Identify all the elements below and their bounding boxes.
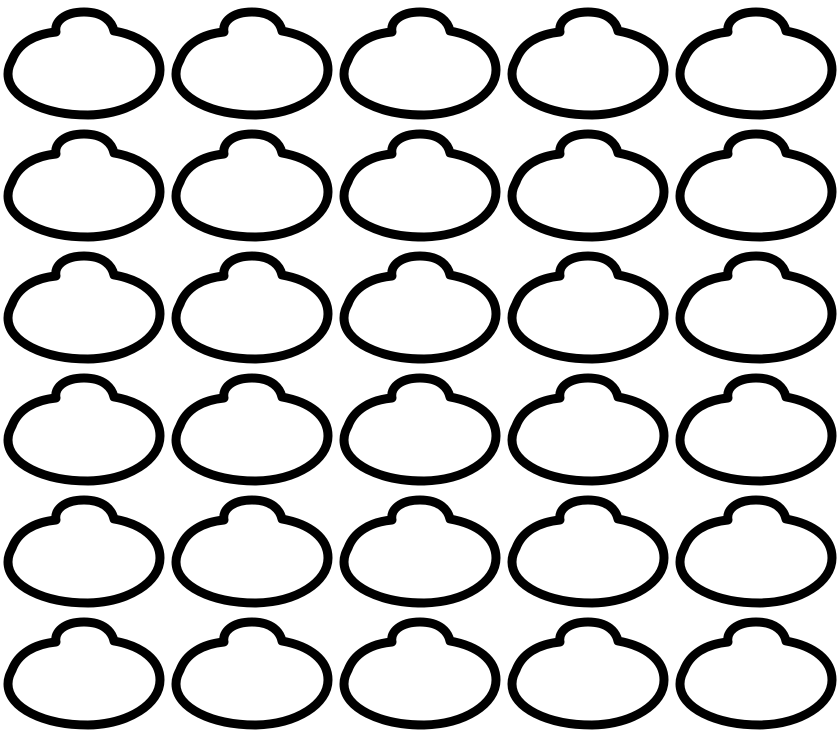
- cloud-shape-r5-c5: [675, 495, 837, 608]
- cloud-shape-outline-r1-c5: [675, 7, 837, 120]
- cloud-shape-outline-r3-c1: [3, 251, 165, 364]
- cloud-shape-r2-c2: [171, 129, 333, 242]
- cloud-shape-r6-c5: [675, 617, 837, 730]
- cloud-shape-outline-r5-c3: [339, 495, 501, 608]
- cloud-shape-outline-r2-c1: [3, 129, 165, 242]
- cloud-shape-r2-c5: [675, 129, 837, 242]
- cloud-shape-r6-c1: [3, 617, 165, 730]
- cloud-shape-r6-c2: [171, 617, 333, 730]
- cloud-shape-r4-c3: [339, 373, 501, 486]
- cloud-shape-outline-r1-c2: [171, 7, 333, 120]
- cloud-shape-r3-c5: [675, 251, 837, 364]
- cloud-shape-outline-r4-c5: [675, 373, 837, 486]
- cloud-shape-r5-c1: [3, 495, 165, 608]
- cloud-shape-outline-r2-c3: [339, 129, 501, 242]
- cloud-shape-outline-r6-c1: [3, 617, 165, 730]
- cloud-shape-r2-c4: [507, 129, 669, 242]
- cloud-shape-outline-r5-c2: [171, 495, 333, 608]
- cloud-shape-r2-c1: [3, 129, 165, 242]
- cloud-shape-r2-c3: [339, 129, 501, 242]
- cloud-shape-r5-c4: [507, 495, 669, 608]
- cloud-shape-outline-r5-c5: [675, 495, 837, 608]
- cloud-shape-outline-r6-c5: [675, 617, 837, 730]
- cloud-shape-outline-r1-c1: [3, 7, 165, 120]
- cloud-shape-outline-r3-c3: [339, 251, 501, 364]
- cloud-shape-r1-c4: [507, 7, 669, 120]
- cloud-shape-r5-c3: [339, 495, 501, 608]
- cloud-shape-outline-r4-c1: [3, 373, 165, 486]
- cloud-shape-r1-c1: [3, 7, 165, 120]
- cloud-shape-r4-c5: [675, 373, 837, 486]
- cloud-shape-r1-c2: [171, 7, 333, 120]
- cloud-shape-outline-r1-c4: [507, 7, 669, 120]
- cloud-shape-outline-r5-c4: [507, 495, 669, 608]
- cloud-shape-outline-r2-c2: [171, 129, 333, 242]
- cloud-shape-outline-r3-c4: [507, 251, 669, 364]
- cloud-shape-outline-r6-c4: [507, 617, 669, 730]
- cloud-shape-outline-r4-c4: [507, 373, 669, 486]
- cloud-shape-r3-c3: [339, 251, 501, 364]
- cloud-shape-r3-c2: [171, 251, 333, 364]
- cloud-shape-r3-c4: [507, 251, 669, 364]
- cloud-shape-outline-r6-c3: [339, 617, 501, 730]
- cloud-shape-r4-c1: [3, 373, 165, 486]
- cloud-shape-outline-r6-c2: [171, 617, 333, 730]
- cloud-shape-r4-c4: [507, 373, 669, 486]
- cloud-shape-r6-c4: [507, 617, 669, 730]
- cloud-shape-outline-r5-c1: [3, 495, 165, 608]
- cloud-shape-outline-r4-c2: [171, 373, 333, 486]
- cloud-shape-outline-r1-c3: [339, 7, 501, 120]
- cloud-shape-r1-c3: [339, 7, 501, 120]
- cloud-shape-r3-c1: [3, 251, 165, 364]
- cloud-shape-outline-r3-c2: [171, 251, 333, 364]
- cloud-shape-r1-c5: [675, 7, 837, 120]
- cloud-shape-r5-c2: [171, 495, 333, 608]
- cloud-shape-outline-r3-c5: [675, 251, 837, 364]
- cloud-shape-r6-c3: [339, 617, 501, 730]
- cloud-shape-outline-r2-c4: [507, 129, 669, 242]
- cloud-shape-r4-c2: [171, 373, 333, 486]
- cloud-shape-outline-r4-c3: [339, 373, 501, 486]
- cloud-shape-outline-r2-c5: [675, 129, 837, 242]
